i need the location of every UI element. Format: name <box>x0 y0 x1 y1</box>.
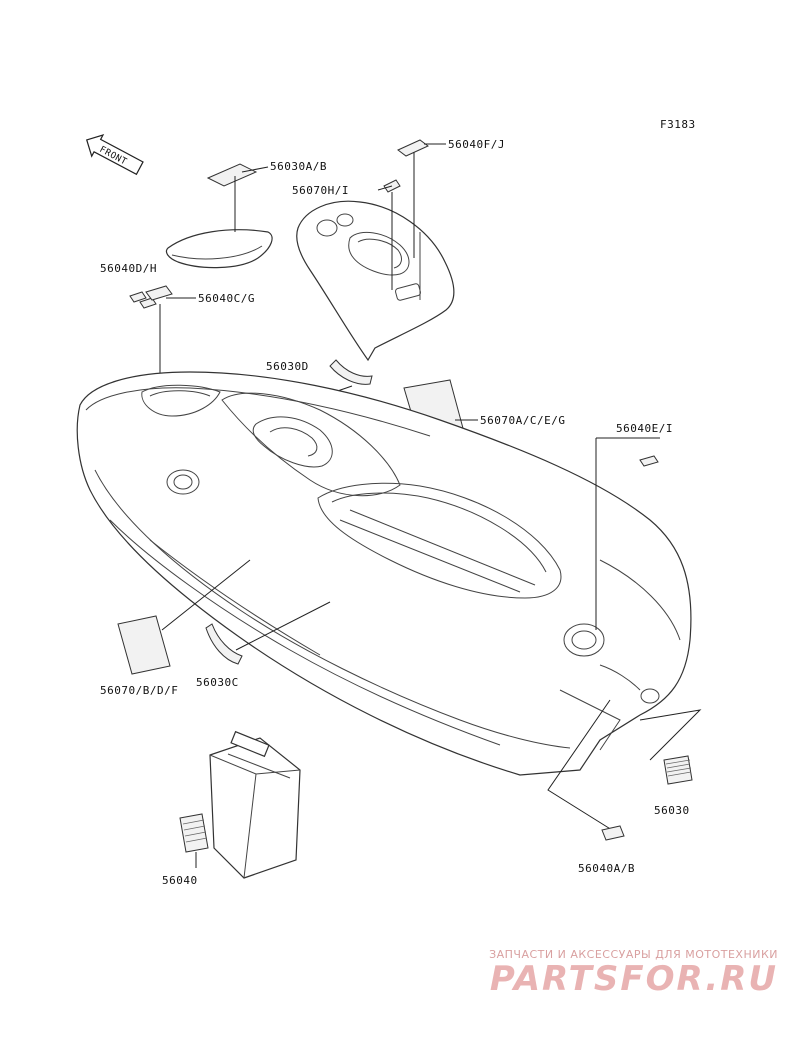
front-arrow-icon: FRONT <box>85 134 144 176</box>
decal-56030C <box>205 623 243 665</box>
decal-56040 <box>179 813 209 853</box>
label-56040CG: 56040C/G <box>198 292 255 305</box>
watermark-tagline: ЗАПЧАСТИ И АКСЕССУАРЫ ДЛЯ МОТОТЕХНИКИ <box>489 948 778 961</box>
label-56030D: 56030D <box>266 360 309 373</box>
label-56070BDF: 56070/B/D/F <box>100 684 178 697</box>
watermark-logo: PARTSFOR.RU <box>489 959 778 999</box>
label-56040AB: 56040A/B <box>578 862 635 875</box>
decal-56030D <box>329 359 373 385</box>
decal-56040AB <box>601 825 625 841</box>
decal-56070BDF <box>117 615 171 675</box>
label-56070ACEG: 56070A/C/E/G <box>480 414 565 427</box>
seat-part <box>165 229 273 269</box>
label-56040: 56040 <box>162 874 198 887</box>
label-56040EI: 56040E/I <box>616 422 673 435</box>
decal-56040FJ <box>397 139 429 157</box>
label-56030AB: 56030A/B <box>270 160 327 173</box>
hull-body <box>76 371 692 776</box>
decal-56040EI <box>639 455 659 467</box>
label-56070HI: 56070H/I <box>292 184 349 197</box>
label-56040DH: 56040D/H <box>100 262 157 275</box>
watermark: ЗАПЧАСТИ И АКСЕССУАРЫ ДЛЯ МОТОТЕХНИКИ PA… <box>489 948 778 997</box>
battery-part <box>209 730 301 879</box>
label-56030C: 56030C <box>196 676 239 689</box>
cowl-part <box>296 200 455 362</box>
figure-code: F3183 <box>660 118 696 131</box>
decal-56040CG <box>145 285 173 301</box>
decal-56030AB <box>206 163 258 187</box>
label-56030: 56030 <box>654 804 690 817</box>
decal-56030 <box>663 755 693 785</box>
label-56040FJ: 56040F/J <box>448 138 505 151</box>
